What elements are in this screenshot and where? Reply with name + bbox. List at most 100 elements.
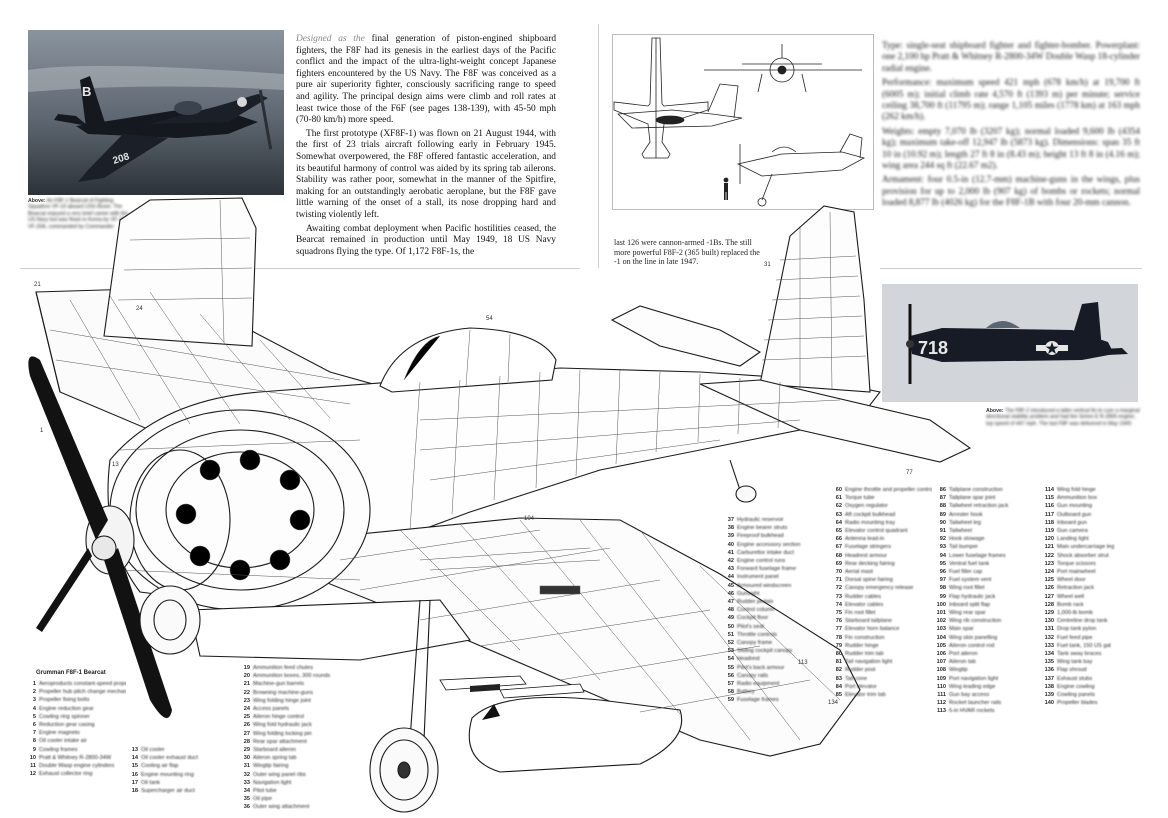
key-entry-label: Fuselage stringers <box>845 544 892 551</box>
callout-number: 31 <box>764 262 771 268</box>
key-entry-number: 117 <box>1044 511 1054 518</box>
key-entry-number: 4 <box>32 705 36 712</box>
key-entry-label: Radio equipment <box>737 681 780 688</box>
callout-number: 13 <box>112 462 119 468</box>
key-entry-number: 98 <box>939 585 946 592</box>
key-entry-number: 71 <box>835 577 842 584</box>
callout-number: 21 <box>34 282 41 288</box>
arrow-icon <box>482 704 500 720</box>
front-view <box>704 44 862 93</box>
key-entry-label: Aft cockpit bulkhead <box>845 511 896 518</box>
key-entry-number: 140 <box>1044 700 1054 707</box>
key-entry-number: 106 <box>936 651 946 658</box>
key-entry-label: Rudder trim tab <box>845 651 884 658</box>
key-entry-label: Rudder cables <box>845 593 882 600</box>
key-entry-number: 44 <box>727 574 734 581</box>
key-entry-number: 112 <box>936 700 946 707</box>
key-entry-label: Hydraulic reservoir <box>737 517 784 523</box>
key-entry-label: 5-in HVAR rockets <box>949 708 995 715</box>
key-entry-label: Reduction gear casing <box>39 722 95 729</box>
key-entry-label: Inboard gun <box>1057 519 1087 526</box>
key-entry-label: Aileron spring tab <box>253 755 297 762</box>
key-entry-number: 132 <box>1044 634 1054 641</box>
three-view-drawing <box>612 34 874 210</box>
key-entry-number: 58 <box>727 689 734 696</box>
key-entry-number: 78 <box>835 634 842 641</box>
key-entry-number: 45 <box>727 582 734 589</box>
key-entry-label: Wing root fillet <box>949 585 985 592</box>
key-entry-number: 136 <box>1044 667 1054 674</box>
wing-code: 208 <box>112 151 132 167</box>
key-entry-number: 22 <box>243 689 250 696</box>
key-entry-number: 70 <box>835 569 842 576</box>
key-entry-label: Ammunition box <box>1057 495 1098 502</box>
key-entry-label: Gun bay access <box>949 692 990 699</box>
key-entry-label: Rudder post <box>845 667 876 674</box>
key-entry-label: Port mainwheel <box>1057 569 1096 576</box>
key-entry-number: 101 <box>936 610 946 617</box>
key-entry-number: 21 <box>243 681 250 688</box>
key-entry-label: Aileron control rod <box>949 642 995 649</box>
key-entry-label: Tail navigation light <box>845 659 893 666</box>
key-entry-number: 73 <box>835 593 842 600</box>
key-entry-number: 29 <box>243 747 250 754</box>
key-entry-number: 12 <box>29 771 36 778</box>
key-entry-label: Starboard tailplane <box>845 618 892 625</box>
callout-number: 113 <box>798 660 808 666</box>
key-entry-label: Aileron tab <box>949 659 976 666</box>
key-entry-label: Cooling air flap <box>141 763 179 770</box>
key-entry-number: 127 <box>1044 593 1054 600</box>
key-entry-label: Retraction jack <box>1057 585 1094 592</box>
key-entry-number: 67 <box>835 544 842 551</box>
key-entry-number: 93 <box>939 544 946 551</box>
caption-label-right: Above: <box>986 408 1004 414</box>
key-entry-number: 55 <box>727 664 734 671</box>
key-entry-number: 61 <box>835 495 842 502</box>
key-entry-number: 38 <box>727 525 734 532</box>
key-entry-label: 1,000-lb bomb <box>1057 610 1093 617</box>
article-lead: Designed as the <box>296 34 365 44</box>
key-entry-label: Engine mounting ring <box>141 771 194 778</box>
key-entry-label: Aileron hinge control <box>253 714 304 721</box>
key-entry-label: Tail bumper <box>949 544 978 551</box>
key-entry-number: 89 <box>939 511 946 518</box>
key-entry-label: Flap shroud <box>1057 667 1087 674</box>
key-entry-label: Tailwheel leg <box>949 519 982 526</box>
key-entry-number: 131 <box>1044 626 1054 633</box>
key-entry-number: 123 <box>1044 560 1054 567</box>
key-entry-label: Port aileron <box>949 651 978 658</box>
key-entry-label: Pilot's seat <box>737 623 764 630</box>
